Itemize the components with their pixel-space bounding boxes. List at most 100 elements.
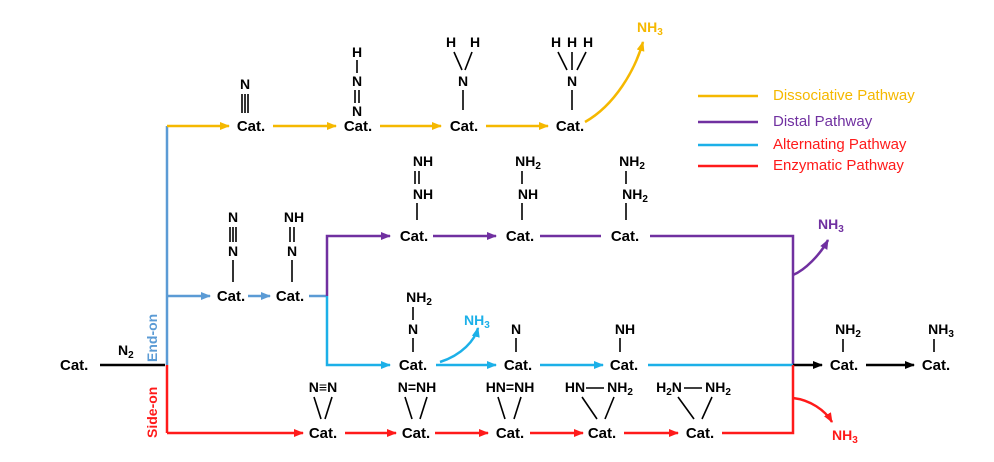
atom-hnnh: HN=NH <box>486 379 535 395</box>
atom-nh: NH <box>284 209 304 225</box>
bond <box>557 51 568 71</box>
atom-n: N <box>408 321 418 337</box>
atom-nh2-main: NH <box>607 379 627 395</box>
cat: Cat. <box>344 118 372 135</box>
atom-nh2-subscript: 2 <box>426 297 432 308</box>
cat: Cat. <box>496 425 524 442</box>
legend-label-enzymatic: Enzymatic Pathway <box>773 157 904 174</box>
species-cat-nhnh: NH NH Cat. <box>400 153 433 245</box>
bond <box>453 51 463 71</box>
cat: Cat. <box>610 357 638 374</box>
n2-label-subscript: 2 <box>128 350 134 361</box>
bond <box>419 396 428 420</box>
dissociative-nh3-release-arrow <box>584 41 645 124</box>
species-cat-nnh-side-on: N=NH Cat. <box>398 379 437 442</box>
atom-nh: NH <box>413 153 433 169</box>
cat: Cat. <box>399 357 427 374</box>
atom-h: H <box>567 34 577 50</box>
cat: Cat. <box>506 228 534 245</box>
species-cat-hnnh-side-on: HN=NH Cat. <box>486 379 535 442</box>
atom-h2n: H2N <box>656 379 682 398</box>
cat: Cat. <box>237 118 265 135</box>
atom-nh2-subscript: 2 <box>642 194 648 205</box>
atom-h-subscript: 2 <box>666 387 672 398</box>
species-cat-n-end-on-triple: N Cat. <box>237 76 265 135</box>
atom-nh3: NH3 <box>928 321 954 340</box>
cat-start: Cat. <box>60 357 88 374</box>
atom-n: N <box>567 73 577 89</box>
species-cat-nn-end-on: N N Cat. <box>217 209 245 305</box>
species-cat-nh2: H H N Cat. <box>446 34 480 135</box>
atom-nh2-main: NH <box>622 186 642 202</box>
atom-n: N <box>352 103 362 119</box>
atom-nnh: N=NH <box>398 379 437 395</box>
enzymatic-nh3-release-arrow <box>792 396 834 423</box>
cat: Cat. <box>504 357 532 374</box>
atom-nh: NH <box>413 186 433 202</box>
bond <box>701 396 713 420</box>
atom-n: N <box>672 379 682 395</box>
legend-label-dissociative: Dissociative Pathway <box>773 87 915 104</box>
alternating-nh3-release-arrow <box>439 327 480 364</box>
cat: Cat. <box>450 118 478 135</box>
atom-nh2-subscript: 2 <box>535 161 541 172</box>
atom-nh2-subscript: 2 <box>639 161 645 172</box>
side-on-label: Side-on <box>144 387 160 438</box>
legend-label-alternating: Alternating Pathway <box>773 136 907 153</box>
nh3-dissociative: NH3 <box>637 19 663 38</box>
atom-h: H <box>470 34 480 50</box>
atom-nh2: NH2 <box>622 186 648 205</box>
atom-n: N <box>228 243 238 259</box>
atom-nh3-subscript: 3 <box>948 329 954 340</box>
atom-n: N <box>352 73 362 89</box>
nh3-enzymatic: NH3 <box>832 427 858 446</box>
bond <box>404 396 413 420</box>
nh3-subscript: 3 <box>484 320 490 331</box>
bond <box>324 396 333 420</box>
enzymatic-arrow-6 <box>722 365 795 435</box>
cat: Cat. <box>556 118 584 135</box>
species-cat-h2nnh2-side-on: H2N NH2 Cat. <box>656 379 731 442</box>
atom-nh2-main: NH <box>515 153 535 169</box>
bond <box>576 51 587 71</box>
nh3-distal: NH3 <box>818 216 844 235</box>
cat: Cat. <box>922 357 950 374</box>
atom-nh2: NH2 <box>705 379 731 398</box>
cat: Cat. <box>402 425 430 442</box>
atom-h: H <box>656 379 666 395</box>
atom-n: N <box>240 76 250 92</box>
atom-nh2-main: NH <box>835 321 855 337</box>
bond <box>313 396 322 420</box>
atom-nh2-subscript: 2 <box>855 329 861 340</box>
atom-nh2: NH2 <box>835 321 861 340</box>
atom-nh2-main: NH <box>619 153 639 169</box>
distal-branch-up <box>325 232 391 296</box>
atom-nh2-subscript: 2 <box>627 387 633 398</box>
n2-label: N2 <box>118 342 134 361</box>
atom-nh: NH <box>518 186 538 202</box>
nh3-main: NH <box>832 427 852 443</box>
atom-nn: N≡N <box>309 379 337 395</box>
legend-label-distal: Distal Pathway <box>773 113 873 130</box>
species-cat-nh2nh2: NH2 NH2 Cat. <box>611 153 649 245</box>
cat: Cat. <box>686 425 714 442</box>
atom-nh2: NH2 <box>607 379 633 398</box>
atom-nh2: NH2 <box>406 289 432 308</box>
distal-arrow-4 <box>650 234 795 365</box>
species-cat-n-alt: N Cat. <box>504 321 532 374</box>
atom-h: H <box>583 34 593 50</box>
alternating-branch-down <box>325 296 391 369</box>
bond <box>464 51 473 71</box>
nh3-subscript: 3 <box>852 435 858 446</box>
nh3-alternating: NH3 <box>464 312 490 331</box>
species-cat-hnnh2-side-on: HN NH2 Cat. <box>565 379 633 442</box>
atom-nh2: NH2 <box>619 153 645 172</box>
species-cat-nh-alt: NH Cat. <box>610 321 638 374</box>
cat: Cat. <box>276 288 304 305</box>
cat: Cat. <box>611 228 639 245</box>
bond <box>513 396 522 420</box>
atom-h: H <box>446 34 456 50</box>
species-cat-nh3: H H H N Cat. <box>551 34 593 135</box>
end-on-label: End-on <box>144 314 160 362</box>
nh3-main: NH <box>464 312 484 328</box>
